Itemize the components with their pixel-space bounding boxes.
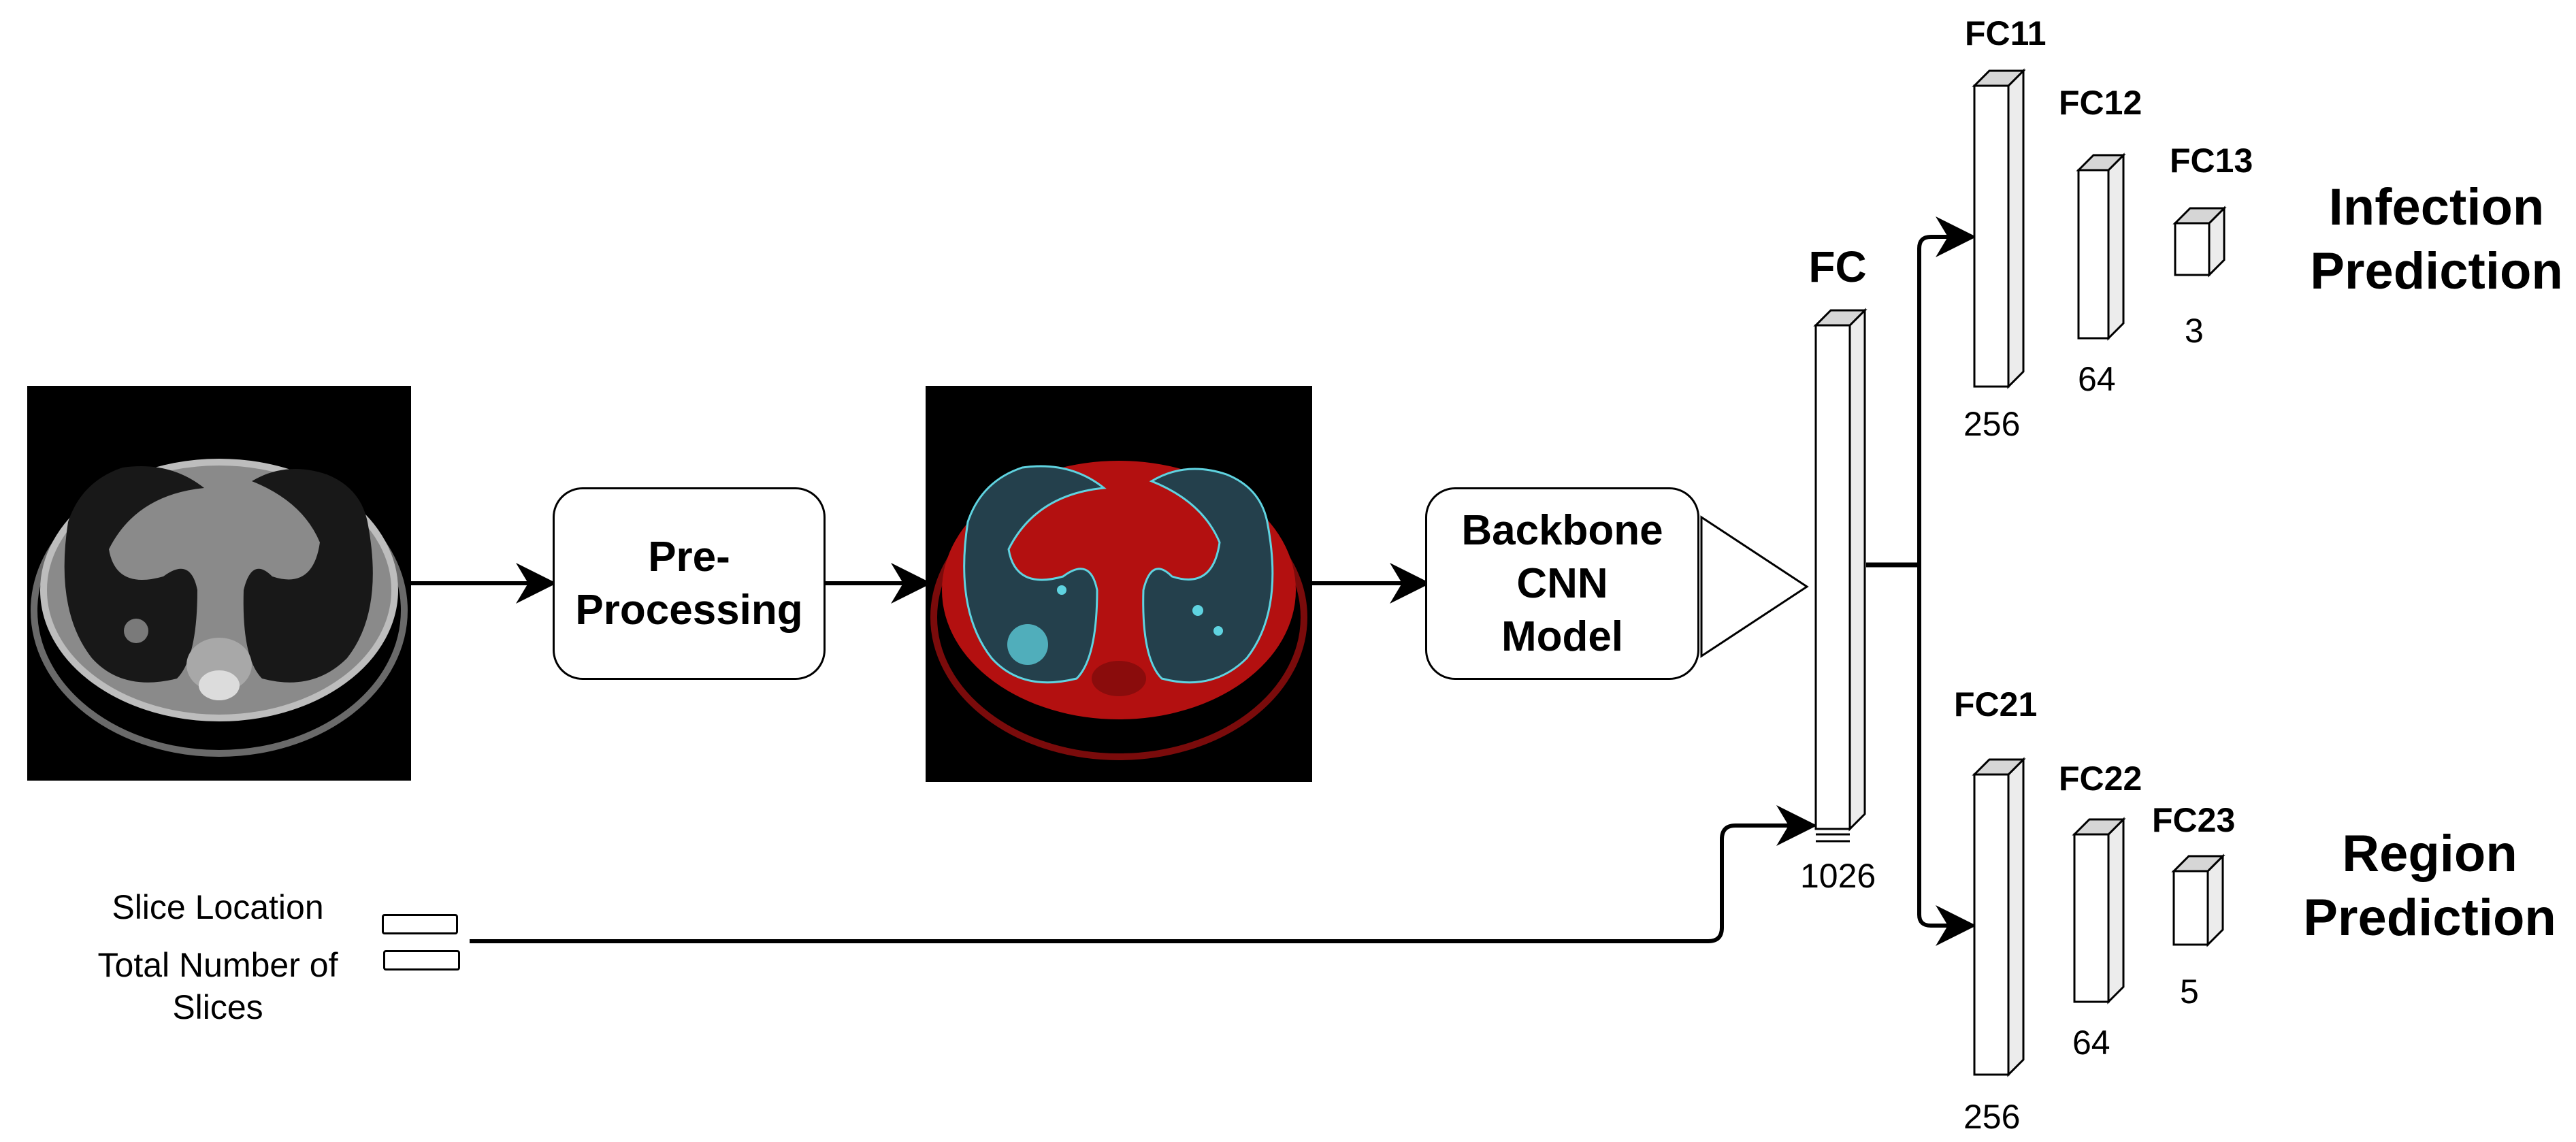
- fc22-label: FC22: [2059, 760, 2142, 798]
- infection-prediction-label: Infection Prediction: [2310, 178, 2563, 300]
- fc13-size: 3: [2185, 312, 2204, 350]
- fc23-label: FC23: [2152, 801, 2236, 839]
- fc12-label: FC12: [2059, 84, 2142, 122]
- arrow-metadata-to-fc: [470, 805, 1817, 943]
- segmented-ct-drawing: [930, 461, 1307, 760]
- fc23-cuboid: [2171, 853, 2226, 947]
- fc21-cuboid: [1972, 757, 2026, 1077]
- fc12-cuboid-front: [2077, 169, 2110, 340]
- fc12-cuboid: [2076, 152, 2126, 341]
- fc12-cuboid-top: [2076, 154, 2126, 172]
- fc22-cuboid: [2072, 817, 2126, 1005]
- total-slices-label: Total Number of Slices: [97, 946, 338, 1026]
- fc11-cuboid: [1972, 68, 2026, 389]
- fc22-cuboid-side: [2107, 817, 2125, 1005]
- fc-layer-cuboid: [1813, 308, 1868, 832]
- fc11-cuboid-top: [1972, 69, 2026, 87]
- fc12-cuboid-side: [2107, 152, 2125, 341]
- backbone-cnn-box: Backbone CNN Model: [1425, 487, 1699, 680]
- fc13-cuboid-top: [2172, 207, 2227, 225]
- fc-layer-label: FC: [1808, 242, 1867, 291]
- fc23-cuboid-top: [2171, 855, 2226, 872]
- fc13-cuboid: [2172, 206, 2227, 278]
- region-prediction-label: Region Prediction: [2303, 825, 2556, 947]
- fc13-label: FC13: [2170, 142, 2253, 180]
- segmented-ct-scan-image: [926, 386, 1312, 782]
- arrow-fc-to-fc11: [1917, 216, 1976, 565]
- fc11-label: FC11: [1965, 14, 2047, 52]
- fc-layer-cuboid-side: [1848, 308, 1866, 832]
- fc-layer-cuboid-top: [1813, 309, 1868, 327]
- fc22-cuboid-top: [2072, 818, 2126, 836]
- slice-location-field: [382, 914, 458, 934]
- fc11-cuboid-side: [2007, 68, 2025, 389]
- arrow-fc-to-fc21: [1917, 565, 1976, 946]
- fc21-cuboid-front: [1973, 773, 2010, 1076]
- preprocessing-box: Pre- Processing: [553, 487, 826, 680]
- slice-location-label: Slice Location: [112, 888, 324, 926]
- fc21-label: FC21: [1954, 685, 2038, 723]
- fc-layer-cuboid-front: [1814, 324, 1851, 830]
- fc13-cuboid-front: [2174, 222, 2211, 276]
- fc21-cuboid-side: [2007, 757, 2025, 1077]
- fc11-cuboid-front: [1973, 84, 2010, 388]
- total-slices-field: [383, 950, 460, 970]
- fc21-size: 256: [1963, 1098, 2021, 1136]
- ct-scan-drawing: [31, 459, 408, 757]
- fc11-size: 256: [1963, 405, 2021, 443]
- fc23-cuboid-front: [2172, 870, 2209, 946]
- fc22-cuboid-front: [2073, 833, 2110, 1003]
- fc12-size: 64: [2078, 360, 2116, 398]
- fc23-size: 5: [2180, 973, 2199, 1011]
- fc21-cuboid-top: [1972, 758, 2026, 776]
- ct-scan-input-image: [27, 386, 411, 781]
- fc-layer-size: 1026: [1800, 857, 1876, 895]
- fc22-size: 64: [2072, 1024, 2110, 1062]
- backbone-output-triangle: [1700, 515, 1809, 658]
